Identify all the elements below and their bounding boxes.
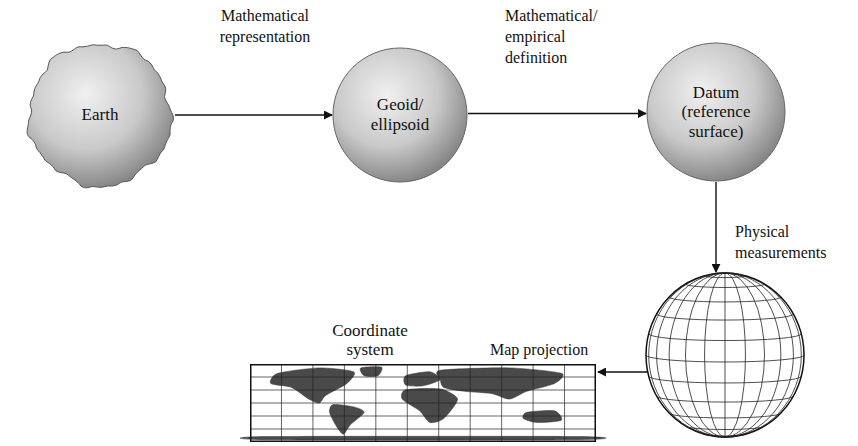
globe-node	[645, 272, 805, 438]
node-heading: Coordinate system	[310, 321, 430, 360]
arrow-connector	[598, 371, 648, 372]
continent-shape	[329, 404, 364, 434]
continent-shape	[240, 436, 606, 440]
continent-shape	[401, 388, 457, 422]
circle-node: Geoid/ ellipsoid	[332, 47, 468, 183]
edge-label: Mathematical representation	[200, 6, 330, 48]
node-inner: Datum (reference surface)	[646, 42, 786, 182]
earth-outline	[27, 45, 173, 188]
node-label: Earth	[82, 105, 119, 125]
circle-node: Datum (reference surface)	[646, 42, 786, 182]
edge-label: Physical measurements	[735, 222, 845, 264]
continent-shape	[404, 372, 440, 386]
grid-line	[250, 390, 596, 391]
meridian-line	[686, 273, 765, 437]
edge-label: Mathematical/ empirical definition	[505, 6, 620, 68]
parallel-line	[669, 297, 781, 302]
world-map	[250, 364, 596, 442]
parallel-line	[649, 376, 802, 383]
parallel-line	[686, 284, 765, 288]
grid-line	[250, 429, 596, 430]
parallel-line	[705, 276, 746, 278]
map-border	[251, 365, 596, 442]
parallel-line	[649, 334, 802, 341]
grid-line	[250, 416, 596, 417]
continent-shape	[437, 368, 563, 399]
node-label: Datum (reference surface)	[666, 83, 766, 142]
node-inner	[645, 272, 805, 438]
node-label: Geoid/ ellipsoid	[352, 95, 448, 134]
parallel-line	[646, 355, 804, 362]
globe-graticule	[645, 272, 805, 438]
globe-outline	[646, 273, 804, 437]
meridian-line	[725, 273, 726, 437]
map-box: Coordinate system	[250, 364, 596, 442]
node-inner: Geoid/ ellipsoid	[332, 47, 468, 183]
arrow-connector	[715, 182, 716, 272]
sphere-outline	[333, 48, 467, 182]
node-inner: Earth	[25, 40, 175, 190]
continent-shape	[270, 368, 354, 403]
parallel-line	[657, 396, 794, 402]
grid-line	[250, 403, 596, 404]
parallel-line	[657, 314, 794, 320]
meridian-line	[705, 273, 746, 437]
edge-label: Map projection	[490, 340, 630, 361]
meridian-line	[657, 273, 794, 437]
circle-node: Earth	[25, 40, 175, 190]
grid-line	[250, 377, 596, 378]
arrow-connector	[468, 113, 646, 114]
continent-shape	[523, 411, 562, 423]
continent-shape	[360, 367, 382, 377]
sphere-outline	[647, 43, 785, 181]
arrow-connector	[175, 114, 332, 115]
parallel-line	[669, 413, 781, 418]
meridian-line	[649, 273, 802, 437]
meridian-line	[669, 273, 781, 437]
map-ground	[251, 365, 596, 442]
parallel-line	[686, 426, 765, 430]
parallel-line	[705, 434, 746, 436]
